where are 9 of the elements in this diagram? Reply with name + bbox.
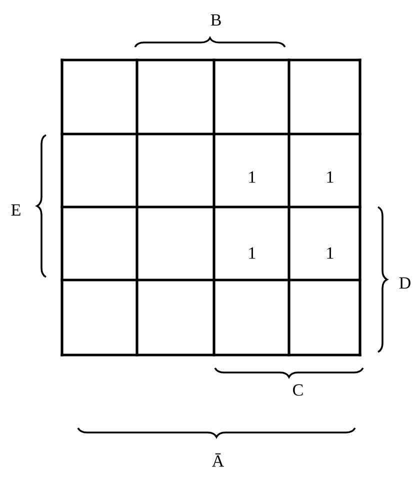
brace-label: Ā bbox=[212, 453, 224, 467]
cell-value: 1 bbox=[249, 171, 256, 183]
cell-value: 1 bbox=[327, 247, 334, 259]
brace-label: C bbox=[293, 384, 303, 396]
cell-value: 1 bbox=[327, 171, 334, 183]
brace-label: D bbox=[399, 277, 410, 289]
brace-label: E bbox=[11, 204, 20, 216]
cell-value: 1 bbox=[249, 247, 256, 259]
brace-label: B bbox=[210, 14, 221, 26]
